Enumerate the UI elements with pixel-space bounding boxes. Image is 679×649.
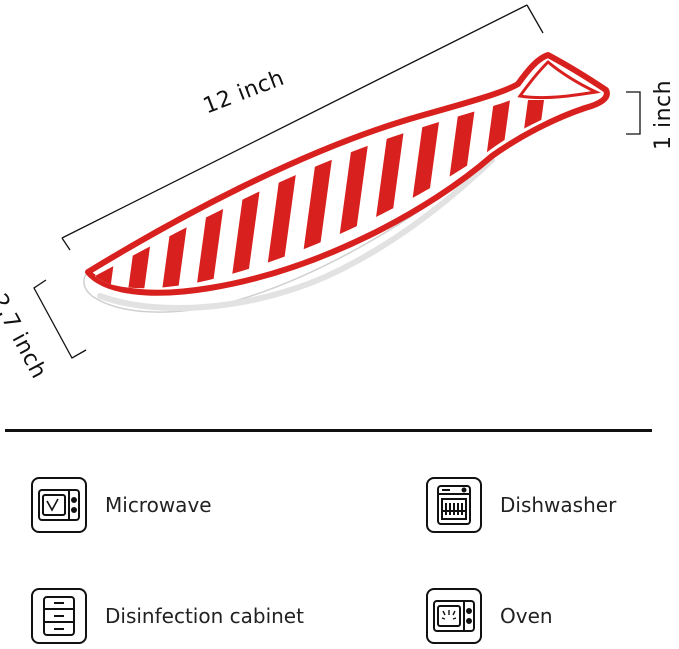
feature-dishwasher: Dishwasher: [426, 475, 616, 535]
feature-microwave: Microwave: [31, 475, 212, 535]
fish-dish-illustration: [33, 4, 641, 359]
feature-label: Microwave: [105, 493, 212, 517]
section-divider: [5, 429, 652, 432]
dish-rim: [85, 52, 610, 296]
dishwasher-icon: [426, 477, 482, 533]
dish-shadow: [97, 157, 495, 311]
width-dimension-bracket: [33, 279, 87, 359]
height-dimension-bracket: [626, 91, 641, 135]
feature-label: Oven: [500, 604, 553, 628]
oven-icon: [426, 588, 482, 644]
feature-label: Disinfection cabinet: [105, 604, 304, 628]
height-label: 1 inch: [651, 79, 676, 150]
disinfection-cabinet-icon: [31, 588, 87, 644]
feature-label: Dishwasher: [500, 493, 617, 517]
microwave-icon: [31, 477, 87, 533]
feature-disinfection-cabinet: Disinfection cabinet: [31, 586, 304, 646]
feature-oven: Oven: [426, 586, 553, 646]
dish-inner: [95, 60, 601, 289]
length-dimension-line: [61, 4, 544, 251]
dish-tail-inner: [517, 59, 602, 100]
